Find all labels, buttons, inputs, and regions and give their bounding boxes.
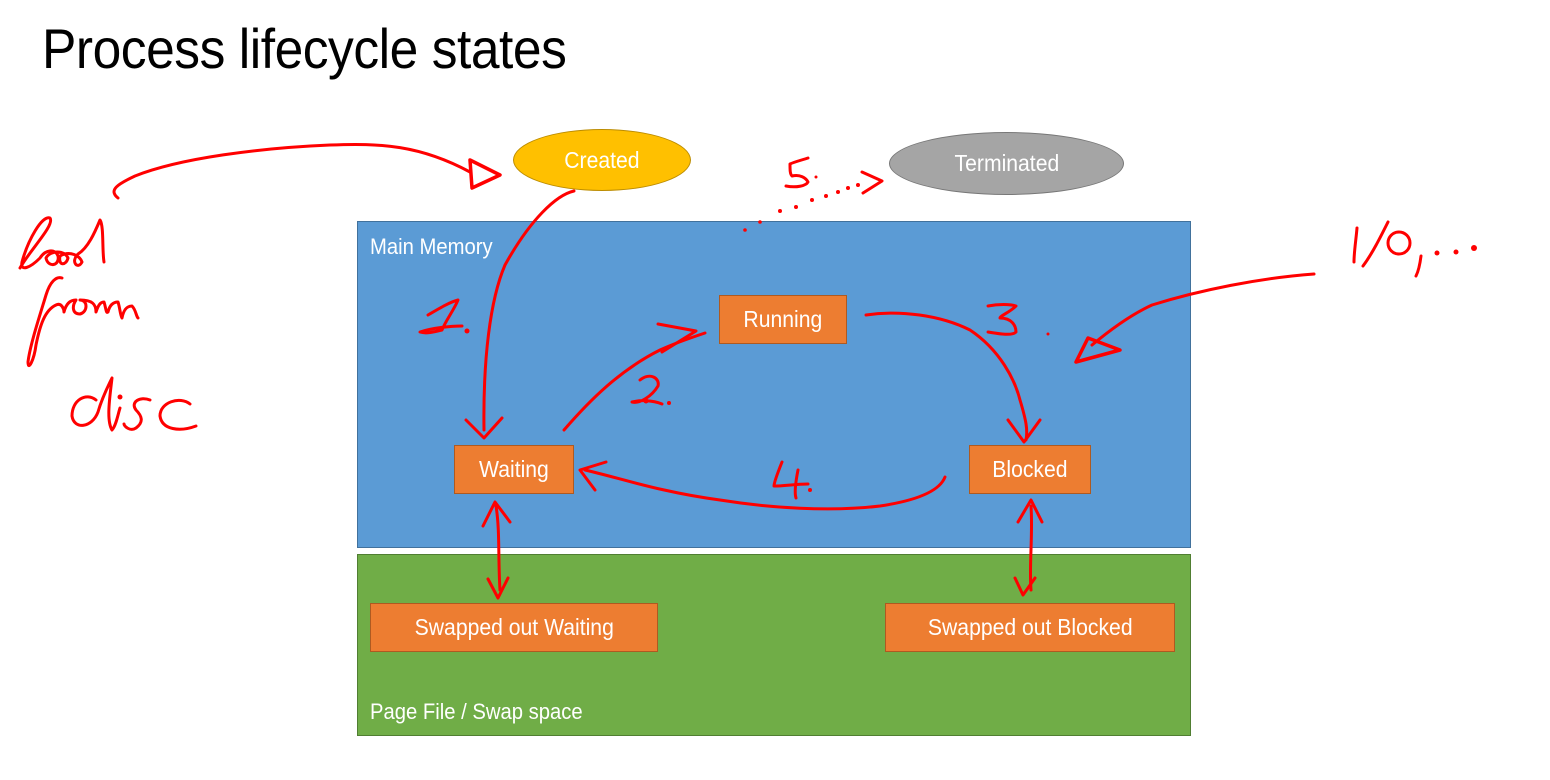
state-swapped-out-blocked-label: Swapped out Blocked xyxy=(927,614,1133,640)
state-swapped-out-waiting-label: Swapped out Waiting xyxy=(414,614,614,640)
handwriting-load-from-disc xyxy=(18,216,198,432)
state-terminated-label: Terminated xyxy=(954,150,1059,176)
state-blocked-label: Blocked xyxy=(992,456,1068,482)
state-waiting: Waiting xyxy=(454,445,574,494)
main-memory-region: Main Memory xyxy=(357,221,1191,548)
slide-title: Process lifecycle states xyxy=(42,17,567,80)
handwriting-io xyxy=(1352,220,1477,278)
state-created-label: Created xyxy=(564,146,640,173)
state-terminated: Terminated xyxy=(889,132,1124,195)
state-swapped-out-blocked: Swapped out Blocked xyxy=(885,603,1175,652)
main-memory-label: Main Memory xyxy=(370,234,493,259)
state-running: Running xyxy=(719,295,847,344)
state-created: Created xyxy=(513,129,691,191)
state-running-label: Running xyxy=(743,306,823,332)
label-5 xyxy=(784,156,810,189)
state-swapped-out-waiting: Swapped out Waiting xyxy=(370,603,658,652)
state-waiting-label: Waiting xyxy=(479,456,549,482)
arrow-load-to-created xyxy=(112,142,472,200)
arrowhead-created xyxy=(468,158,502,190)
state-blocked: Blocked xyxy=(969,445,1091,494)
swap-space-label: Page File / Swap space xyxy=(370,699,583,724)
